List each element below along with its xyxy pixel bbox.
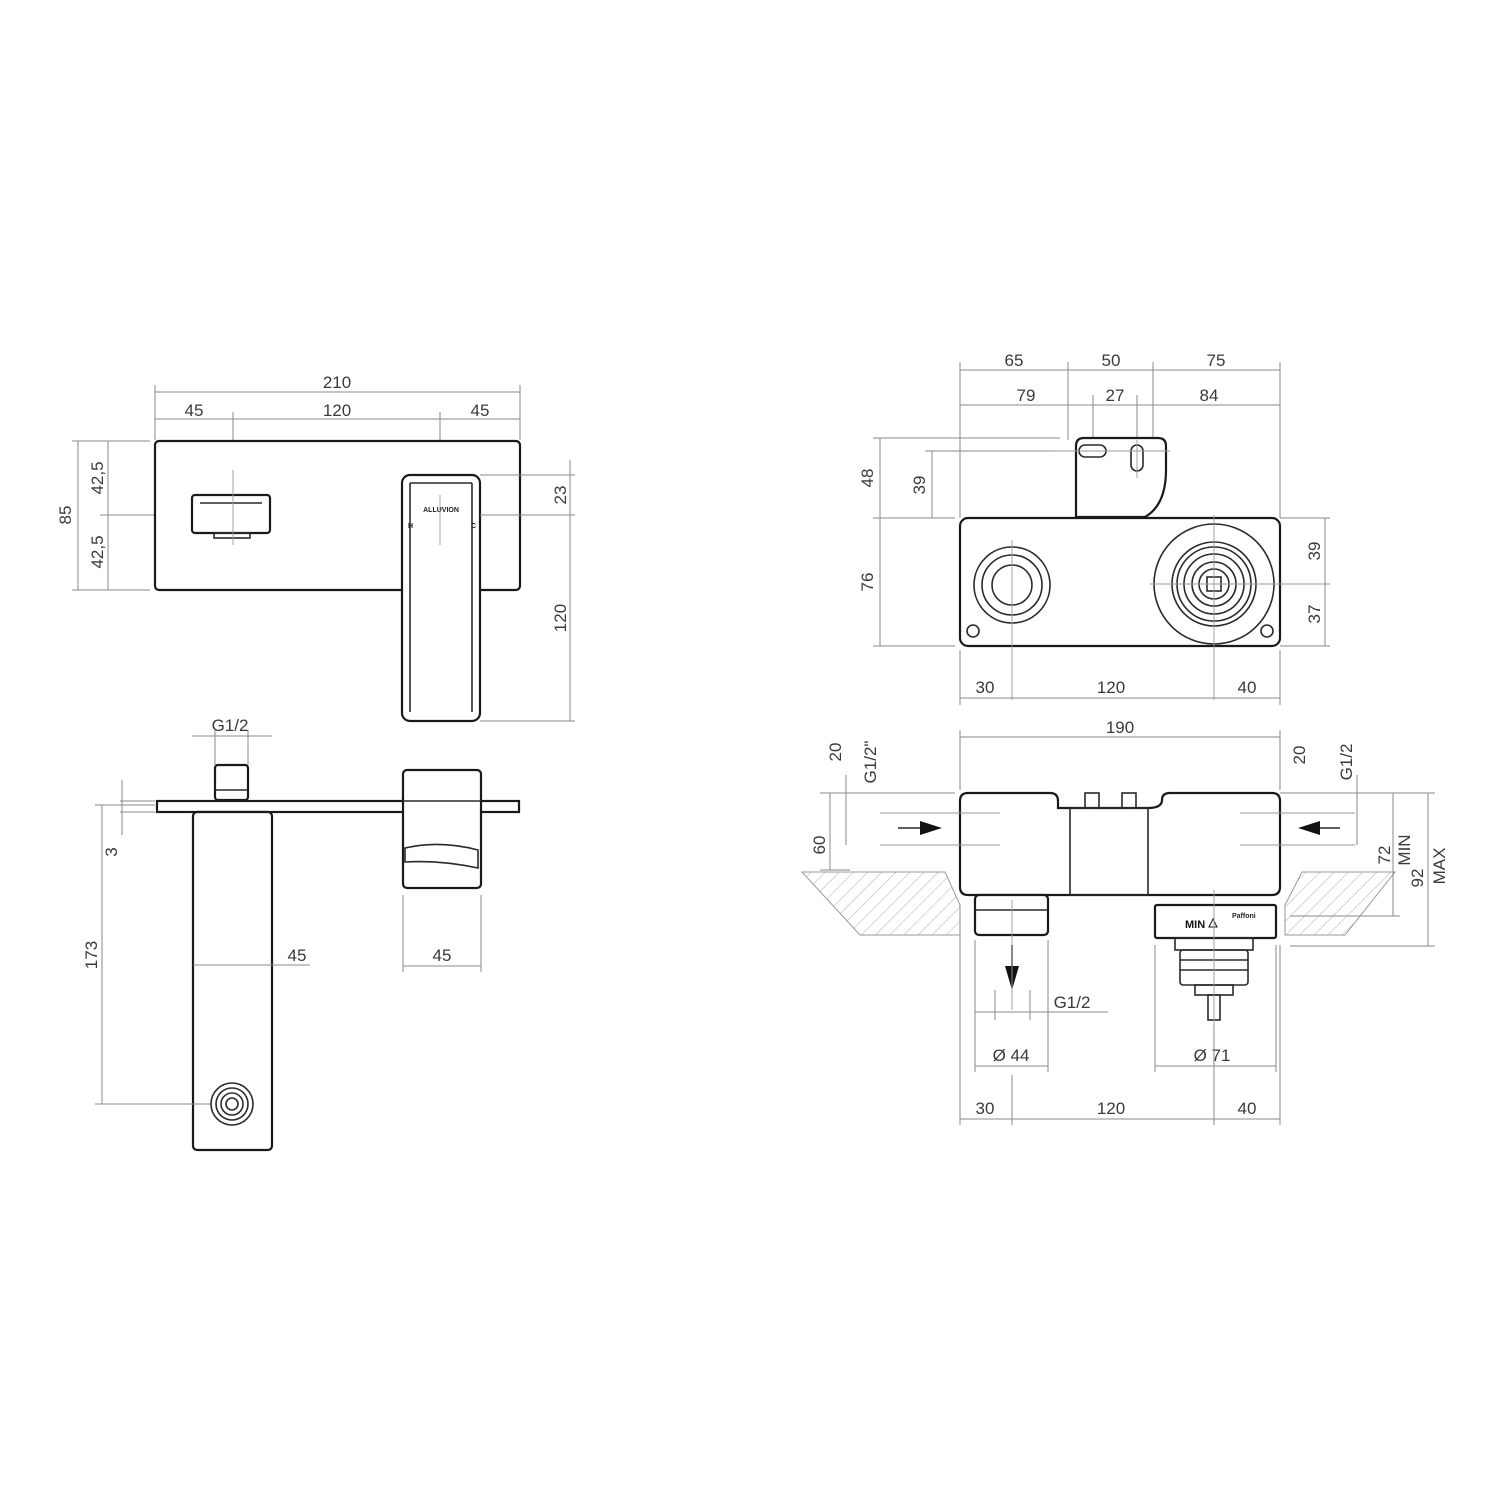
dim-body-height: 76 xyxy=(858,573,877,592)
dim-side-outlet-thread: G1/2 xyxy=(1054,993,1091,1012)
dim-side-min-label: MIN xyxy=(1395,834,1414,865)
dim-front-lever-length: 120 xyxy=(551,604,570,632)
dim-side-bottom-centers: 120 xyxy=(1097,1099,1125,1118)
plate-cold-label: C xyxy=(471,523,476,530)
dim-body-seg-c: 75 xyxy=(1207,351,1226,370)
dim-front-left-margin: 45 xyxy=(185,401,204,420)
dim-body-bottom-centers: 120 xyxy=(1097,678,1125,697)
dim-front-right-margin: 45 xyxy=(471,401,490,420)
plate-brand-label: ALLUVION xyxy=(423,507,459,514)
dim-side-thread: G1/2 xyxy=(212,716,249,735)
dim-side-left-inlet-offset: 20 xyxy=(826,743,845,762)
plate-hot-label: H xyxy=(408,523,413,530)
dim-front-lever-offset: 23 xyxy=(551,486,570,505)
dim-side-cartridge-diameter: Ø 71 xyxy=(1194,1046,1231,1065)
dim-side-depth-left: 60 xyxy=(810,836,829,855)
dim-body-seg-a: 65 xyxy=(1005,351,1024,370)
side-view: G1/2 3 173 45 45 xyxy=(82,716,521,1152)
inlet-arrow-left-icon xyxy=(920,821,942,835)
dim-front-lower-half: 42,5 xyxy=(88,535,107,568)
wall-left-hatch xyxy=(800,871,961,936)
dim-front-total-width: 210 xyxy=(323,373,351,392)
dim-side-body-width: 190 xyxy=(1106,718,1134,737)
dim-body-bottom-right: 40 xyxy=(1238,678,1257,697)
dim-front-centers: 120 xyxy=(323,401,351,420)
dim-body-seg-d: 79 xyxy=(1017,386,1036,405)
cartridge-min-triangle-icon xyxy=(1208,917,1218,928)
wall-right-hatch xyxy=(1284,871,1397,936)
dim-body-lower-offset: 37 xyxy=(1305,605,1324,624)
dim-body-bottom-left: 30 xyxy=(976,678,995,697)
dim-side-spout-width: 45 xyxy=(288,946,307,965)
cartridge-brand-label: Paffoni xyxy=(1232,913,1256,920)
dim-body-upper-offset: 39 xyxy=(1305,542,1324,561)
dim-body-bracket-height: 48 xyxy=(858,469,877,488)
inlet-arrow-right-icon xyxy=(1298,821,1320,835)
body-front-view: 65 50 75 79 27 84 48 39 76 xyxy=(858,351,1330,705)
body-side-view: 190 20 G1/2" 60 20 G1/2 xyxy=(800,718,1449,1125)
dim-body-seg-b: 50 xyxy=(1102,351,1121,370)
dim-body-seg-e: 27 xyxy=(1106,386,1125,405)
cartridge-min-label: MIN xyxy=(1185,919,1205,931)
dim-side-lever-width: 45 xyxy=(433,946,452,965)
dim-front-total-height: 85 xyxy=(56,506,75,525)
dim-side-bottom-left: 30 xyxy=(976,1099,995,1118)
dim-body-seg-f: 84 xyxy=(1200,386,1219,405)
dim-side-left-thread: G1/2" xyxy=(861,741,880,784)
dim-front-upper-half: 42,5 xyxy=(88,461,107,494)
dim-side-min-depth: 72 xyxy=(1375,846,1394,865)
dim-side-max-label: MAX xyxy=(1430,848,1449,885)
dim-side-right-thread: G1/2 xyxy=(1337,744,1356,781)
front-view: 210 45 120 45 85 42,5 42,5 ALLUVION H C xyxy=(56,373,575,723)
dim-side-spout-length: 173 xyxy=(82,941,101,969)
dim-side-bottom-right: 40 xyxy=(1238,1099,1257,1118)
dim-side-right-inlet-offset: 20 xyxy=(1290,746,1309,765)
dim-side-max-depth: 92 xyxy=(1408,869,1427,888)
dim-side-protrusion: 3 xyxy=(102,847,121,856)
dim-body-bracket-slot: 39 xyxy=(910,476,929,495)
dim-side-outlet-diameter: Ø 44 xyxy=(993,1046,1030,1065)
